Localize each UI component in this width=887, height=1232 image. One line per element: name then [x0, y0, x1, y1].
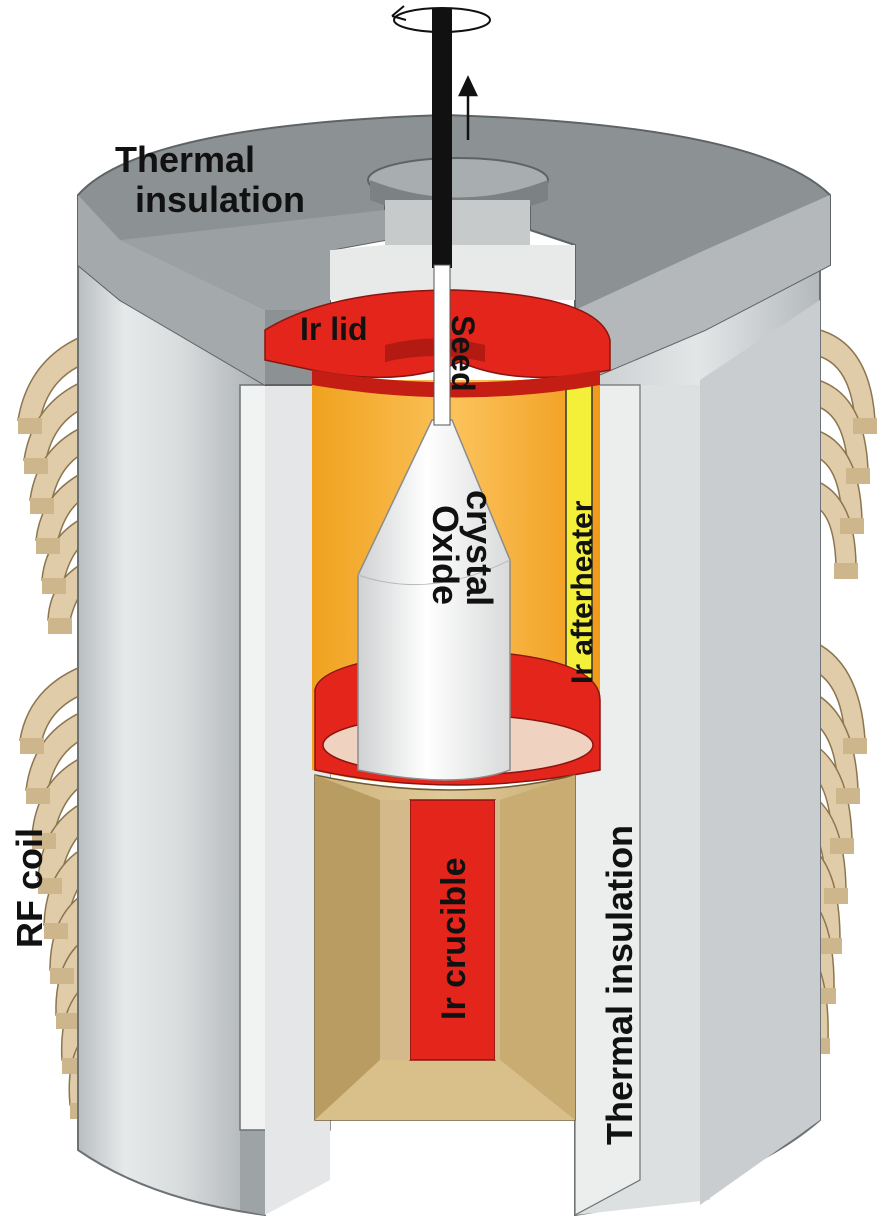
thermal-insulation-top-label-line2: insulation: [135, 179, 305, 220]
ir-lid-label: Ir lid: [300, 311, 368, 347]
oxide-label: Oxide: [425, 505, 466, 605]
ir-crucible-label: Ir crucible: [435, 857, 473, 1020]
outer-insulation-left: [77, 258, 331, 1217]
crystal-label: crystal: [459, 490, 500, 606]
seed-rod: [433, 264, 451, 426]
pull-up-arrow-icon: [458, 75, 478, 140]
oxide-crystal: [357, 419, 511, 781]
rod-black: [432, 8, 452, 268]
top-insulation-disc: [77, 113, 831, 387]
pull-rod: [432, 8, 452, 426]
seed-label: Seed: [445, 315, 481, 391]
thermal-insulation-top-label: Thermal: [115, 139, 255, 180]
rf-coil-label: RF coil: [9, 828, 50, 948]
rotation-arrow-icon: [391, 5, 491, 33]
outer-insulation-right: [574, 258, 821, 1217]
thermal-insulation-side-label: Thermal insulation: [599, 825, 640, 1145]
ir-afterheater-label: Ir afterheater: [566, 500, 599, 684]
